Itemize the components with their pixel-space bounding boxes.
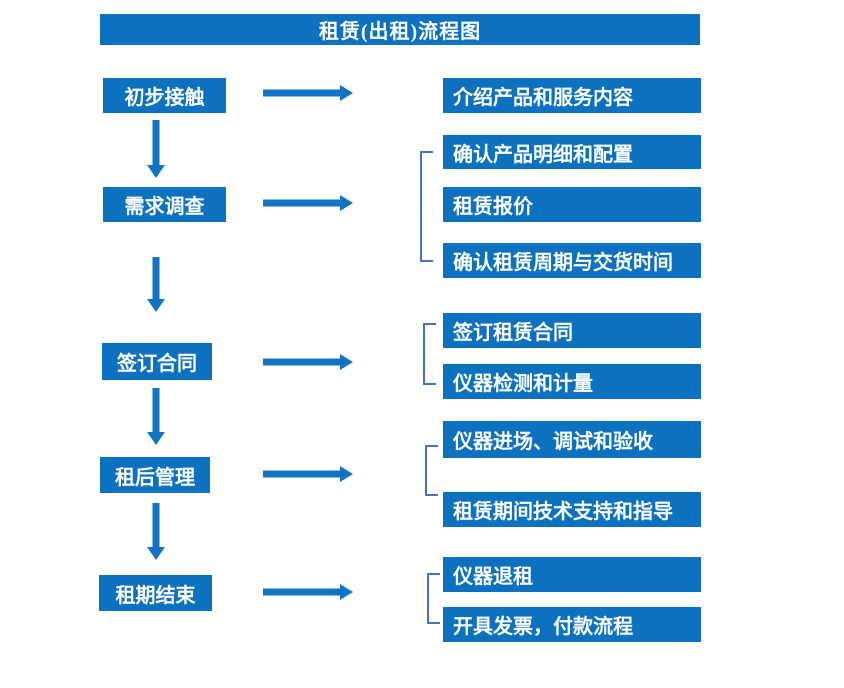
stage-label: 需求调查 [124,196,205,218]
detail-label: 仪器退租 [453,566,533,588]
detail-instrument-inspection: 仪器检测和计量 [443,364,701,399]
detail-label: 确认租赁周期与交货时间 [453,252,673,274]
detail-label: 确认产品明细和配置 [453,143,633,166]
arrow-down-icon [147,503,165,560]
group-bracket-post-rental [425,445,438,496]
arrow-down-icon [147,120,165,178]
detail-rental-quote: 租赁报价 [443,187,701,222]
detail-confirm-product-config: 确认产品明细和配置 [443,135,701,169]
stage-label: 签订合同 [117,353,197,375]
detail-instrument-setup-acceptance: 仪器进场、调试和验收 [443,421,701,458]
stage-rental-period-end: 租期结束 [99,575,212,611]
group-bracket-sign-contract [423,323,436,385]
detail-label: 租赁报价 [453,196,533,218]
detail-label: 介绍产品和服务内容 [453,87,633,109]
stage-initial-contact: 初步接触 [103,78,226,113]
stage-label: 租后管理 [115,466,195,489]
detail-rental-tech-support: 租赁期间技术支持和指导 [443,492,701,527]
arrow-down-icon [147,388,165,445]
detail-label: 开具发票，付款流程 [453,616,633,638]
detail-instrument-return: 仪器退租 [443,557,701,592]
stage-demand-survey: 需求调查 [103,187,226,222]
arrow-right-icon [263,85,353,101]
arrow-right-icon [263,584,353,600]
stage-label: 初步接触 [124,87,205,109]
detail-label: 租赁期间技术支持和指导 [453,501,673,523]
detail-label: 仪器进场、调试和验收 [453,431,653,453]
detail-sign-rental-contract: 签订租赁合同 [443,313,701,348]
detail-introduce-product-service: 介绍产品和服务内容 [443,78,701,113]
stage-post-rental-management: 租后管理 [100,457,210,493]
group-bracket-demand-survey [420,151,433,262]
arrow-right-icon [263,466,353,482]
detail-invoice-payment: 开具发票，付款流程 [443,607,701,642]
flowchart-title-bar: 租赁(出租)流程图 [100,14,700,45]
flowchart-title: 租赁(出租)流程图 [318,21,482,43]
arrow-down-icon [147,257,165,312]
arrow-right-icon [263,195,353,211]
group-bracket-rental-end [427,573,440,624]
detail-confirm-period-delivery: 确认租赁周期与交货时间 [443,243,701,278]
stage-label: 租期结束 [115,584,196,607]
stage-sign-contract: 签订合同 [102,343,212,380]
detail-label: 签订租赁合同 [453,322,573,344]
detail-label: 仪器检测和计量 [453,373,593,395]
arrow-right-icon [263,354,353,370]
